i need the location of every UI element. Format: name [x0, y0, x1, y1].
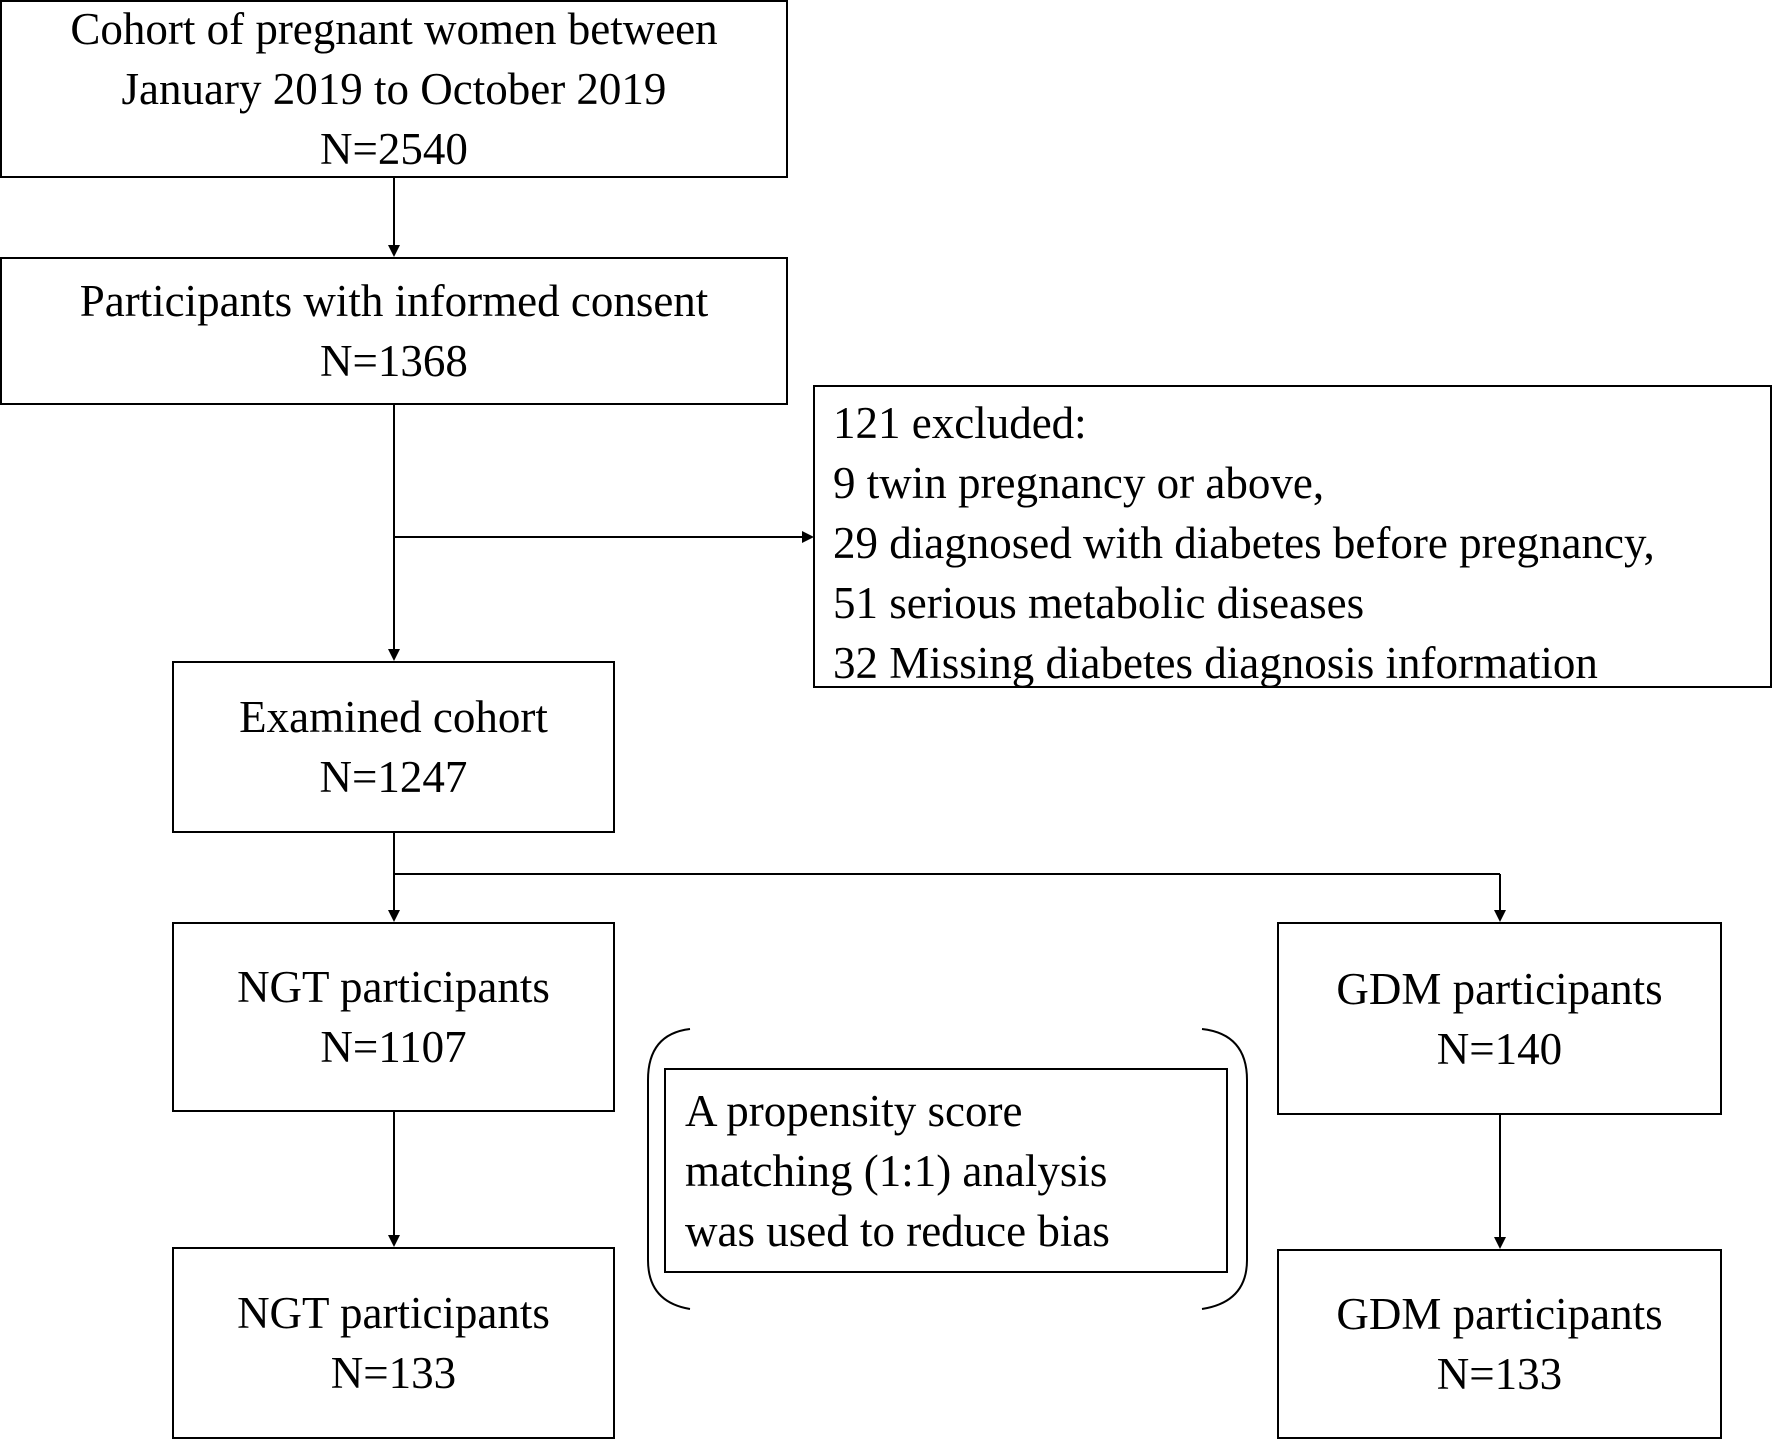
left-bracket [647, 1028, 691, 1310]
examined-box: Examined cohort N=1247 [172, 661, 615, 833]
gdm-matched-label: GDM participants [1336, 1289, 1663, 1339]
psm-line-3: was used to reduce bias [685, 1205, 1110, 1256]
gdm-all-box: GDM participants N=140 [1277, 922, 1722, 1115]
examined-count: N=1247 [319, 752, 468, 802]
gdm-all-count: N=140 [1436, 1023, 1563, 1074]
gdm-matched-count: N=133 [1436, 1349, 1563, 1399]
excluded-prior-diabetes: 29 diagnosed with diabetes before pregna… [833, 518, 1655, 568]
cohort-line-1: Cohort of pregnant women between [70, 4, 718, 54]
cohort-line-2: January 2019 to October 2019 [121, 64, 667, 114]
ngt-matched-label: NGT participants [237, 1288, 550, 1338]
ngt-all-box: NGT participants N=1107 [172, 922, 615, 1112]
right-bracket [1201, 1028, 1248, 1310]
ngt-all-count: N=1107 [320, 1022, 467, 1072]
ngt-matched-count: N=133 [330, 1348, 457, 1398]
excluded-twin: 9 twin pregnancy or above, [833, 458, 1325, 508]
cohort-box: Cohort of pregnant women between January… [0, 0, 788, 178]
psm-note-box: A propensity score matching (1:1) analys… [664, 1068, 1228, 1273]
ngt-all-label: NGT participants [237, 962, 550, 1012]
psm-line-2: matching (1:1) analysis [685, 1145, 1108, 1196]
cohort-count: N=2540 [320, 124, 468, 174]
examined-label: Examined cohort [239, 692, 548, 742]
consent-label: Participants with informed consent [79, 276, 709, 326]
excluded-box: 121 excluded: 9 twin pregnancy or above,… [813, 385, 1772, 688]
consent-count: N=1368 [320, 336, 468, 386]
consent-box: Participants with informed consent N=136… [0, 257, 788, 405]
ngt-matched-box: NGT participants N=133 [172, 1247, 615, 1439]
excluded-metabolic: 51 serious metabolic diseases [833, 578, 1365, 628]
psm-line-1: A propensity score [685, 1085, 1023, 1136]
excluded-missing-info: 32 Missing diabetes diagnosis informatio… [833, 638, 1598, 688]
gdm-all-label: GDM participants [1336, 963, 1663, 1014]
excluded-total: 121 excluded: [833, 398, 1087, 448]
gdm-matched-box: GDM participants N=133 [1277, 1249, 1722, 1439]
